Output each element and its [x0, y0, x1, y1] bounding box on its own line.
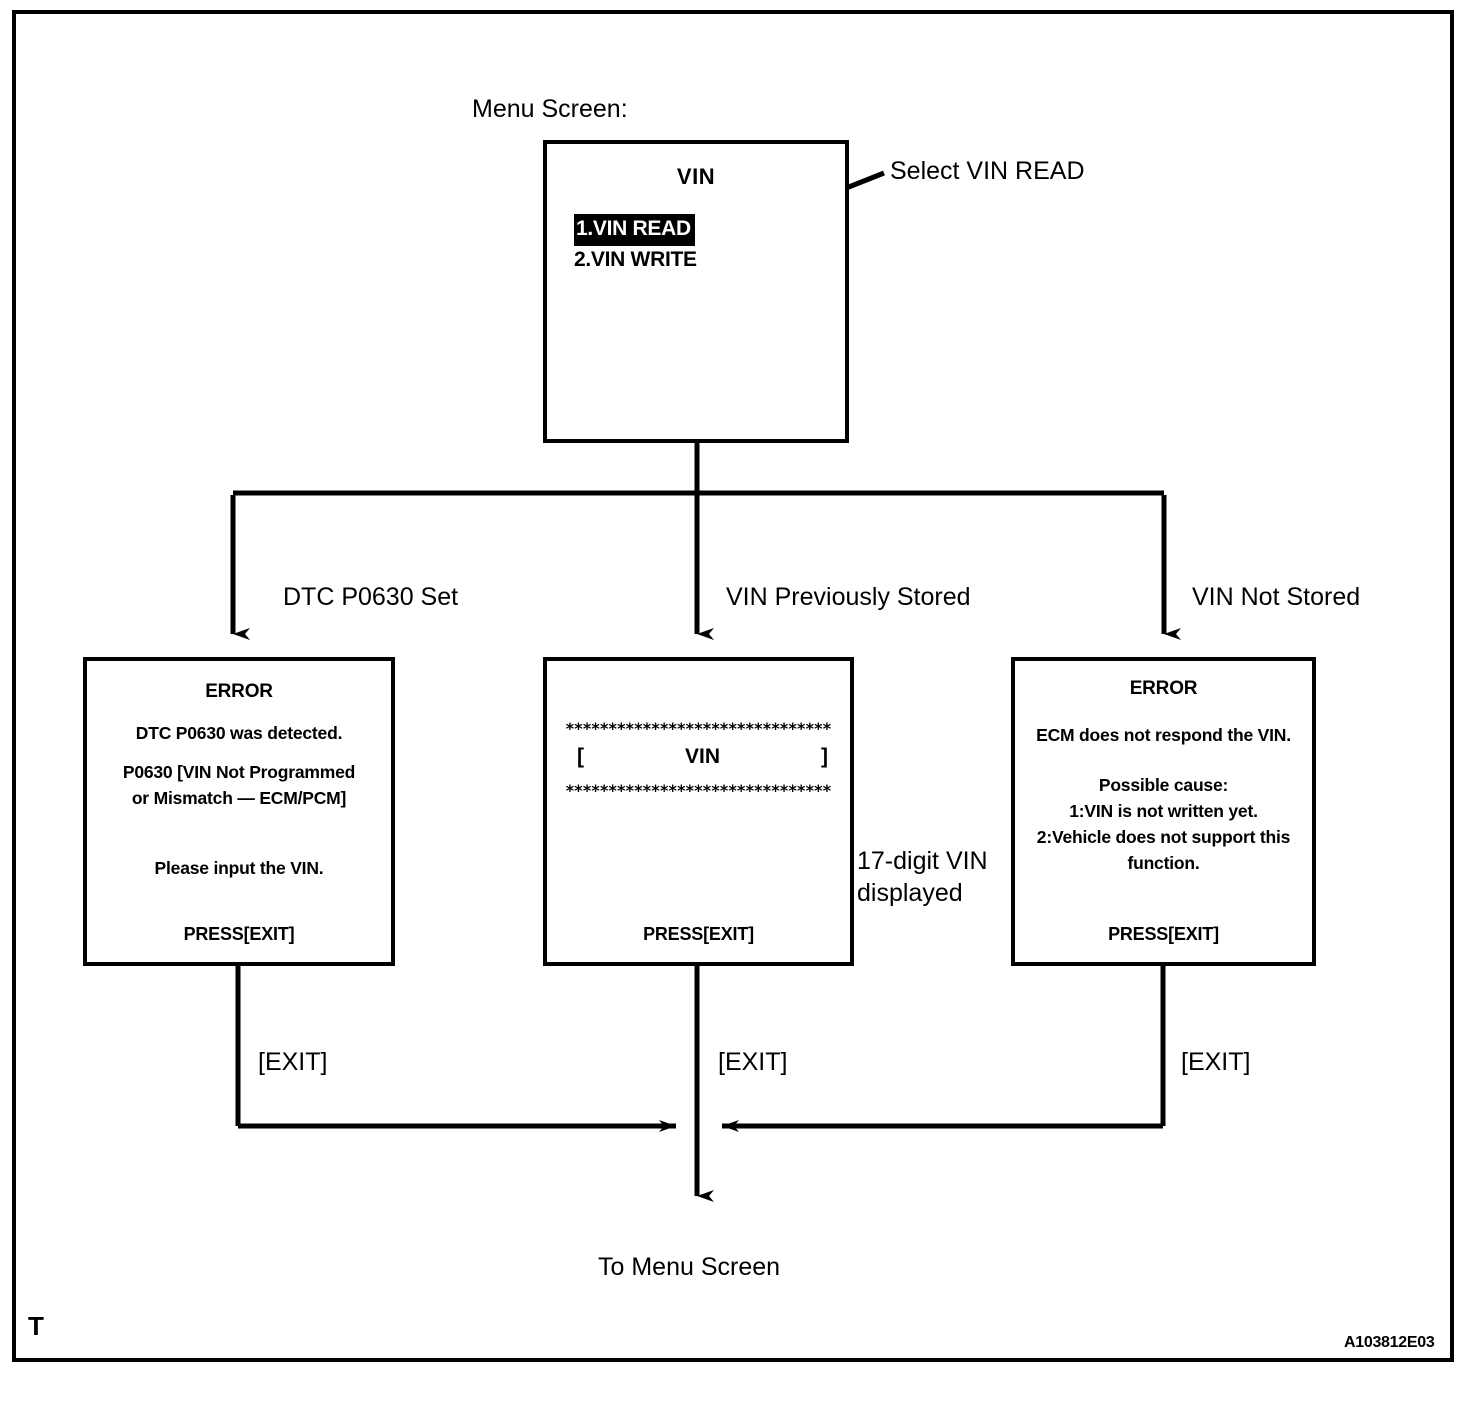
- menu-item-vin-read[interactable]: 1.VIN READ: [574, 214, 695, 246]
- exit-label-left: [EXIT]: [258, 1048, 328, 1076]
- menu-screen-caption: Menu Screen:: [472, 95, 628, 123]
- branch-label-dtc-p0630-set: DTC P0630 Set: [283, 583, 459, 611]
- error-box-left-line-1: DTC P0630 was detected.: [135, 723, 343, 743]
- corner-mark-t: T: [28, 1311, 44, 1341]
- error-box-right-line-2: Possible cause:: [1098, 775, 1229, 795]
- error-box-left-title: ERROR: [205, 681, 273, 702]
- error-box-right-line-1: ECM does not respond the VIN.: [1036, 725, 1291, 745]
- error-box-right-title: ERROR: [1129, 678, 1198, 699]
- error-box-right-line-5: function.: [1127, 853, 1200, 873]
- vin-box-press-exit: PRESS[EXIT]: [643, 924, 754, 944]
- error-box-right-press-exit: PRESS[EXIT]: [1108, 924, 1219, 944]
- menu-item-vin-write[interactable]: 2.VIN WRITE: [574, 247, 697, 271]
- vin-value-placeholder: VIN: [684, 745, 720, 768]
- branch-label-vin-not-stored: VIN Not Stored: [1192, 583, 1361, 611]
- vin-box-stars-bottom: *******************************: [565, 781, 832, 800]
- exit-label-middle: [EXIT]: [718, 1048, 788, 1076]
- error-box-left-line-4: Please input the VIN.: [154, 858, 324, 878]
- menu-screen-box: VIN 1.VIN READ 2.VIN WRITE: [543, 140, 849, 443]
- figure-code: A103812E03: [1344, 1334, 1435, 1351]
- error-box-right-line-3: 1:VIN is not written yet.: [1069, 801, 1258, 821]
- error-box-left-line-2: P0630 [VIN Not Programmed: [122, 762, 356, 782]
- callout-17-digit-vin-displayed: 17-digit VIN displayed: [857, 845, 1047, 909]
- callout-17-digit-vin-line-1: 17-digit VIN: [857, 847, 988, 875]
- vin-box-value-row: [ VIN ]: [577, 745, 828, 769]
- vin-box-stars-top: *******************************: [565, 719, 832, 738]
- error-box-no-vin-response: ERROR ECM does not respond the VIN. Poss…: [1011, 657, 1316, 966]
- vin-bracket-open: [: [577, 745, 584, 768]
- menu-screen-list: 1.VIN READ 2.VIN WRITE: [574, 214, 697, 274]
- page-border: [12, 10, 1454, 1362]
- vin-bracket-close: ]: [820, 745, 828, 768]
- error-box-dtc-p0630: ERROR DTC P0630 was detected. P0630 [VIN…: [83, 657, 395, 966]
- callout-select-vin-read: Select VIN READ: [890, 157, 1085, 185]
- error-box-left-press-exit: PRESS[EXIT]: [183, 924, 295, 944]
- callout-17-digit-vin-line-2: displayed: [857, 879, 963, 907]
- error-box-right-line-4: 2:Vehicle does not support this: [1036, 827, 1291, 847]
- error-box-left-line-3: or Mismatch — ECM/PCM]: [131, 788, 347, 808]
- exit-label-right: [EXIT]: [1181, 1048, 1251, 1076]
- branch-label-vin-previously-stored: VIN Previously Stored: [726, 583, 971, 611]
- flow-end-to-menu-screen: To Menu Screen: [598, 1253, 781, 1281]
- menu-screen-title: VIN: [676, 164, 716, 189]
- vin-result-box: ******************************* [ VIN ] …: [543, 657, 854, 966]
